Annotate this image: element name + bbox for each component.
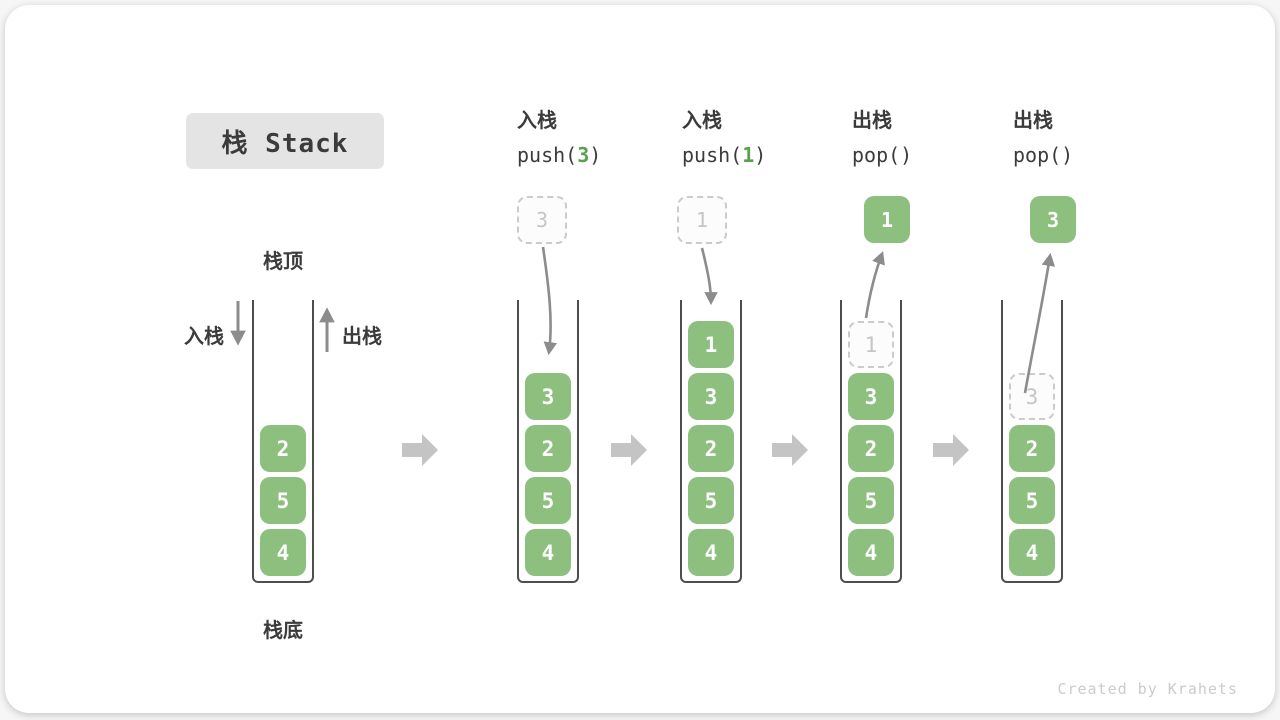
- popped-value-box: 3: [1030, 196, 1076, 243]
- stack-cell: 3: [688, 373, 734, 420]
- stack-cell: 2: [1009, 425, 1055, 472]
- step-action-label: 入栈: [682, 108, 722, 132]
- code-prefix: pop(: [852, 143, 901, 167]
- code-suffix: ): [754, 143, 767, 167]
- stack-top-label: 栈顶: [263, 249, 303, 273]
- stack-after-pop-1: 1 3 2 5 4: [840, 300, 902, 583]
- stack-cell: 4: [688, 529, 734, 576]
- stack-bottom-label: 栈底: [263, 618, 303, 642]
- next-step-arrow-icon: [772, 434, 808, 466]
- step-action-label: 入栈: [517, 108, 557, 132]
- next-step-arrow-icon: [933, 434, 969, 466]
- stack-cell: 4: [848, 529, 894, 576]
- stack-cell: 2: [688, 425, 734, 472]
- incoming-value-box: 3: [517, 196, 567, 244]
- pop-direction-label: 出栈: [342, 324, 382, 348]
- stack-cell: 4: [1009, 529, 1055, 576]
- code-prefix: pop(: [1013, 143, 1062, 167]
- code-arg: 3: [577, 143, 590, 167]
- stack-cell: 5: [1009, 477, 1055, 524]
- stack-cell: 2: [525, 425, 571, 472]
- code-suffix: ): [1061, 143, 1074, 167]
- stack-cell: 5: [848, 477, 894, 524]
- push-direction-label: 入栈: [184, 324, 224, 348]
- step-action-label: 出栈: [1013, 108, 1053, 132]
- stack-after-pop-3: 3 2 5 4: [1001, 300, 1063, 583]
- code-prefix: push(: [517, 143, 578, 167]
- popped-value-box: 1: [864, 196, 910, 243]
- stack-cell-ghost: 1: [848, 321, 894, 368]
- code-suffix: ): [589, 143, 602, 167]
- stack-cell: 4: [525, 529, 571, 576]
- stack-cell: 5: [525, 477, 571, 524]
- stack-initial: 2 5 4: [252, 300, 314, 583]
- step-action-label: 出栈: [852, 108, 892, 132]
- step-code: push(1): [682, 142, 832, 168]
- step-header-push-1: 入栈 push(1): [682, 107, 832, 168]
- stack-cell-ghost: 3: [1009, 373, 1055, 420]
- incoming-value-box: 1: [677, 196, 727, 244]
- code-arg: 1: [742, 143, 755, 167]
- code-prefix: push(: [682, 143, 743, 167]
- stack-cell: 5: [688, 477, 734, 524]
- watermark: Created by Krahets: [1057, 680, 1238, 698]
- step-header-pop-first: 出栈 pop(): [852, 107, 1002, 168]
- stack-cell: 2: [848, 425, 894, 472]
- stack-cell: 5: [260, 477, 306, 524]
- step-code: pop(): [852, 142, 1002, 168]
- step-code: pop(): [1013, 142, 1163, 168]
- stack-cell: 3: [525, 373, 571, 420]
- step-header-push-3: 入栈 push(3): [517, 107, 667, 168]
- push-1-arrow-icon: [700, 247, 718, 306]
- step-code: push(3): [517, 142, 667, 168]
- next-step-arrow-icon: [611, 434, 647, 466]
- step-header-pop-second: 出栈 pop(): [1013, 107, 1163, 168]
- stack-after-push-1: 1 3 2 5 4: [680, 300, 742, 583]
- next-step-arrow-icon: [402, 434, 438, 466]
- stack-cell: 1: [688, 321, 734, 368]
- code-suffix: ): [900, 143, 913, 167]
- stack-cell: 4: [260, 529, 306, 576]
- stack-cell: 2: [260, 425, 306, 472]
- diagram-title: 栈 Stack: [186, 113, 384, 169]
- stack-after-push-3: 3 2 5 4: [517, 300, 579, 583]
- stack-cell: 3: [848, 373, 894, 420]
